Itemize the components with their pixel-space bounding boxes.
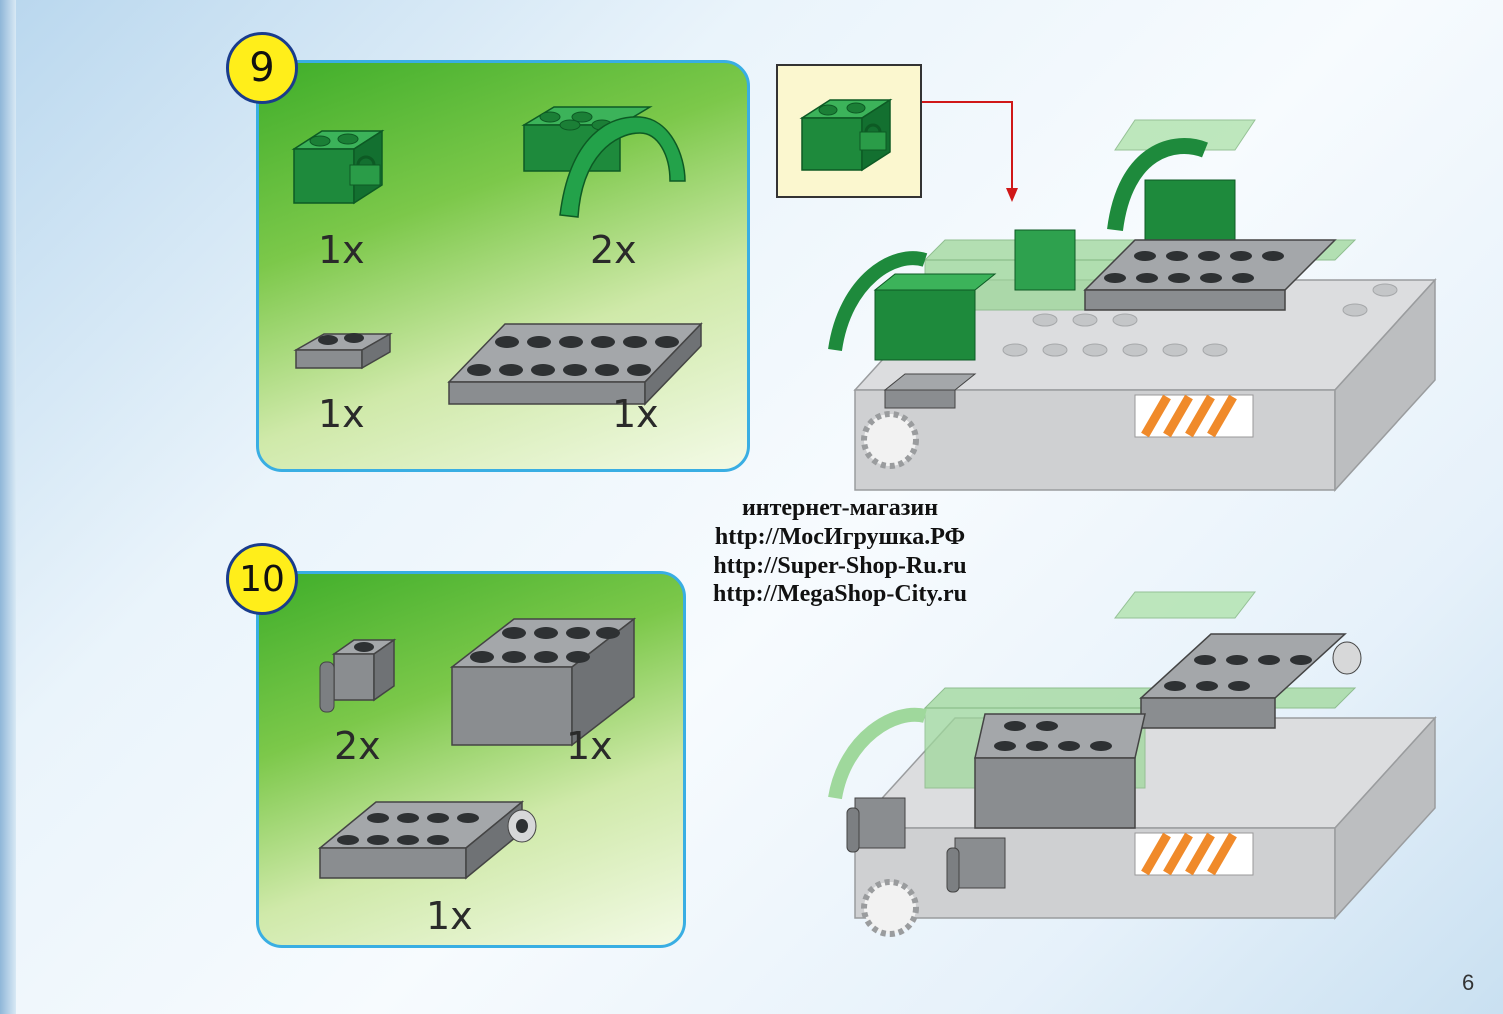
callout-arrow [922, 101, 1018, 202]
part-green-wheel-arch [521, 106, 686, 218]
part-green-brick-with-clip [291, 129, 385, 205]
step-10-qty-3: 1x [426, 894, 473, 938]
shop-info-link-2[interactable]: http://Super-Shop-Ru.ru [713, 552, 967, 579]
step-10-qty-1: 2x [334, 724, 381, 768]
shop-info-link-1[interactable]: http://МосИгрушка.РФ [714, 523, 966, 550]
step-9-qty-1: 1x [318, 228, 365, 272]
step-9-qty-3: 1x [318, 392, 365, 436]
part-dark-gray-1x2-plate [293, 332, 393, 370]
page-number: 6 [1462, 970, 1475, 995]
step-10-number-badge: 10 [226, 543, 298, 615]
step-9-qty-2: 2x [590, 228, 637, 272]
shop-info-link-3[interactable]: http://MegaShop-City.ru [712, 581, 967, 608]
part-gray-brick-with-clip [319, 638, 397, 713]
step-10-qty-2: 1x [566, 724, 613, 768]
part-dark-gray-2x4-brick [449, 617, 637, 747]
shop-info-line-1: интернет-магазин [741, 495, 939, 521]
step-9-callout-box [776, 64, 922, 198]
step-10-assembly-model [828, 591, 1437, 937]
part-dark-gray-plate-with-hinge [317, 800, 537, 880]
step-9-number-badge: 9 [226, 32, 298, 104]
book-spine [0, 0, 16, 1014]
step-9-qty-4: 1x [612, 392, 659, 436]
callout-green-brick-icon [799, 98, 893, 172]
shop-info: интернет-магазин http://МосИгрушка.РФ ht… [650, 494, 1030, 609]
step-9-assembly-model [828, 119, 1437, 492]
part-dark-gray-2x6-plate [447, 322, 703, 406]
